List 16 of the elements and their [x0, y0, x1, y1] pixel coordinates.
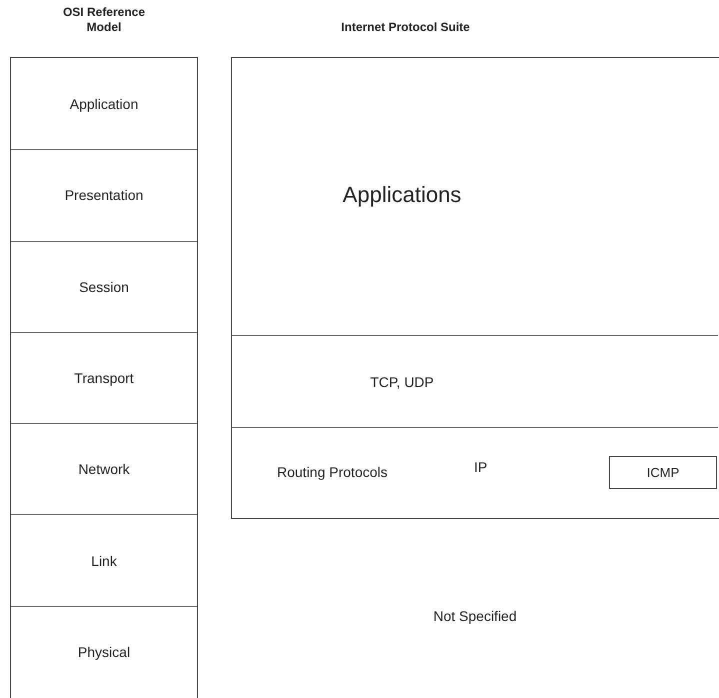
- protocol-name: ICMP: [646, 465, 680, 480]
- layer-name: Routing Protocols: [277, 464, 388, 480]
- note-text: Not Specified: [432, 608, 518, 624]
- column-heading: OSI Reference Model: [62, 5, 146, 35]
- layer-name: Applications: [342, 182, 462, 208]
- layer-name: Transport: [74, 370, 134, 386]
- layer-name: Network: [78, 461, 130, 478]
- layer-name: Physical: [78, 644, 130, 660]
- column-heading: Internet Protocol Suite: [340, 20, 471, 35]
- layer-name: Application: [70, 96, 138, 112]
- layer-name: Link: [91, 552, 117, 569]
- layer-name: Presentation: [64, 187, 144, 204]
- protocol-box: [609, 456, 717, 489]
- layer-name: Session: [79, 278, 129, 295]
- layer-name: TCP, UDP: [369, 374, 435, 390]
- layer-name: IP: [474, 459, 488, 475]
